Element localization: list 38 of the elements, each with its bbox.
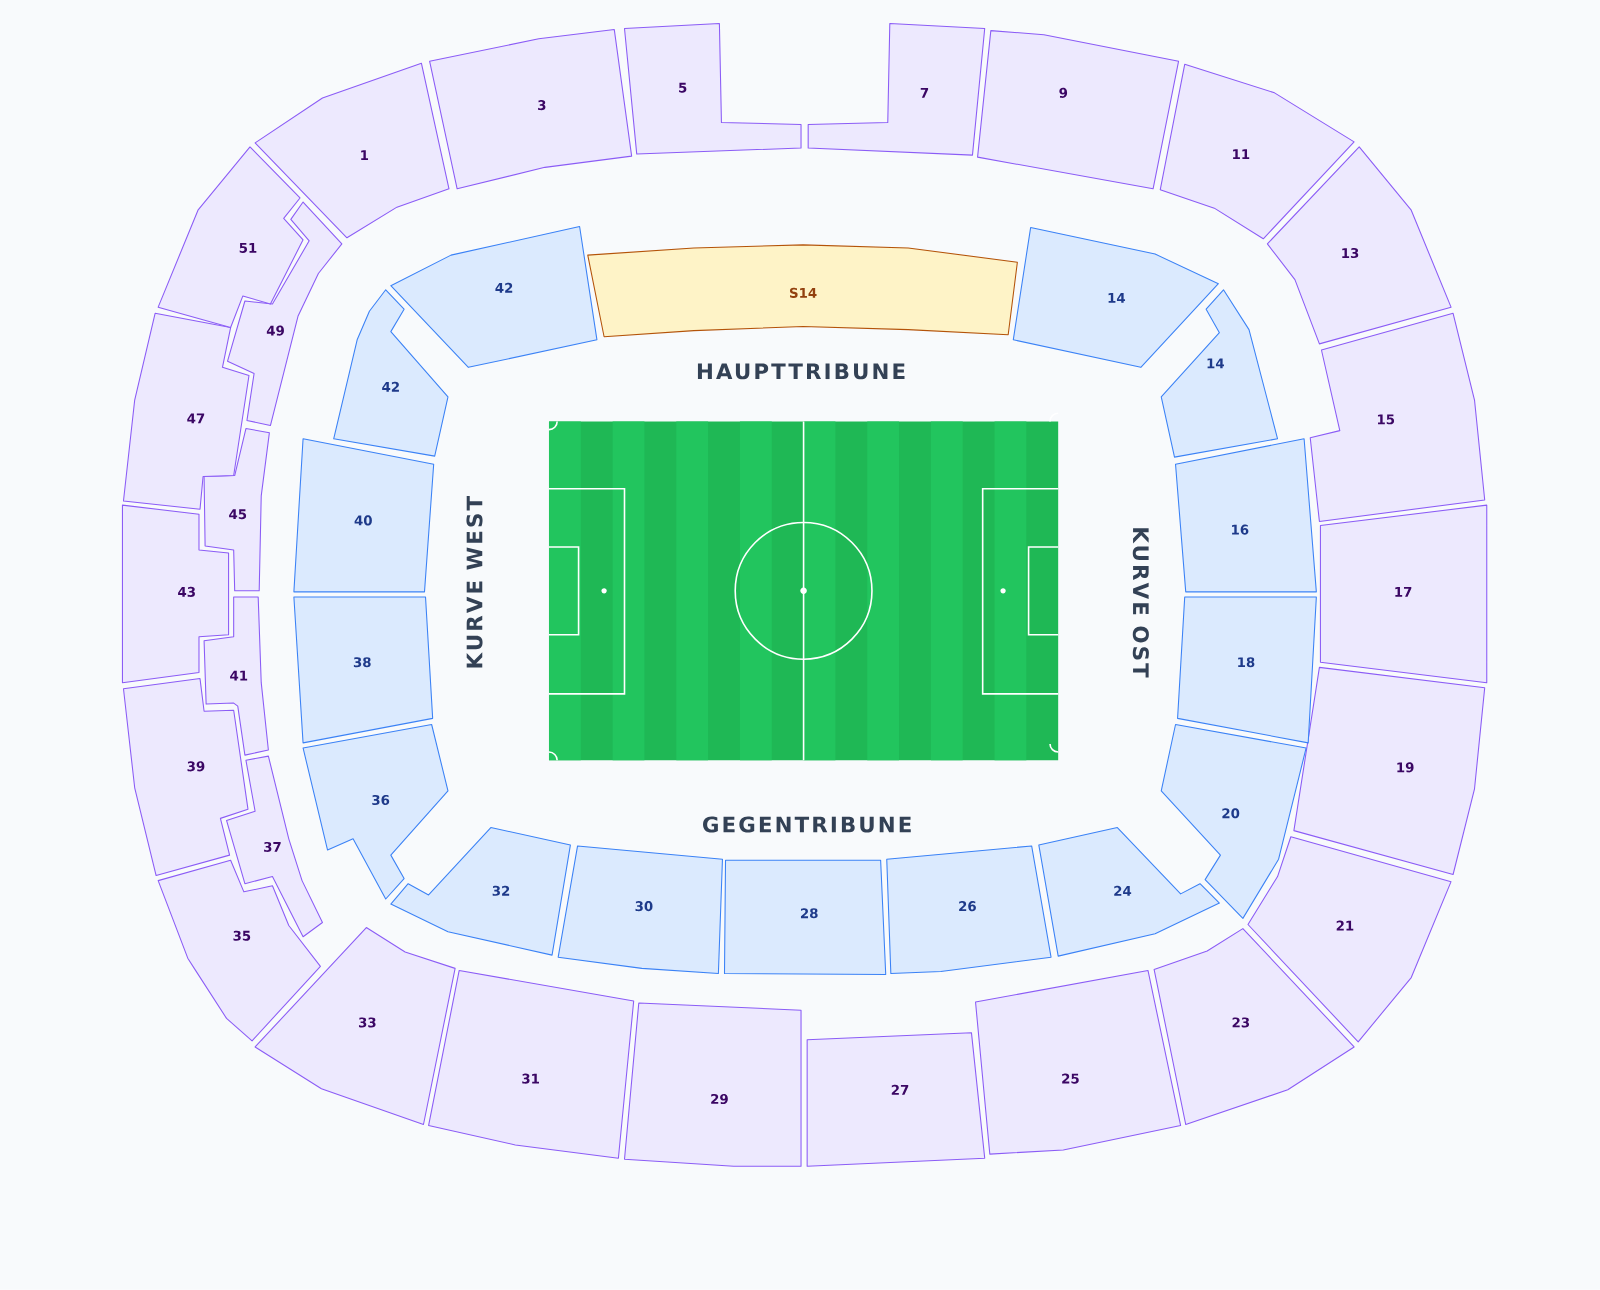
seat-section: 1 bbox=[254, 62, 450, 239]
seat-section: 27 bbox=[806, 1032, 986, 1167]
seat-section: 20 bbox=[1160, 724, 1307, 919]
stand-label: KURVE WEST bbox=[466, 496, 483, 668]
seat-section: 28 bbox=[723, 859, 887, 976]
seat-section: 38 bbox=[293, 596, 434, 744]
seat-section: 43 bbox=[121, 504, 230, 684]
seat-section: 3 bbox=[429, 29, 633, 190]
seat-section: 41 bbox=[203, 596, 269, 756]
stand-label: GEGENTRIBUNE bbox=[703, 816, 911, 833]
seat-section: 33 bbox=[254, 927, 456, 1126]
seat-section: 36 bbox=[302, 724, 449, 900]
seat-section: 47 bbox=[122, 312, 250, 510]
seat-section: 42 bbox=[390, 226, 598, 368]
seat-section: 25 bbox=[975, 969, 1182, 1155]
stand-label: KURVE OST bbox=[1132, 528, 1149, 678]
seat-section: 5 bbox=[623, 23, 802, 155]
seat-section: 14 bbox=[1160, 289, 1279, 458]
seat-section: 31 bbox=[428, 969, 635, 1159]
stand-label: HAUPTTRIBUNE bbox=[697, 363, 905, 380]
seat-section: 9 bbox=[977, 30, 1180, 190]
seat-section: 45 bbox=[203, 428, 270, 592]
seat-section: 32 bbox=[390, 827, 571, 956]
seat-section: 29 bbox=[623, 1002, 802, 1167]
seat-section: 13 bbox=[1266, 146, 1452, 345]
seat-section: 40 bbox=[293, 438, 435, 593]
seat-section: 24 bbox=[1038, 827, 1220, 957]
seat-section: 18 bbox=[1177, 596, 1317, 744]
seat-section: 35 bbox=[157, 859, 321, 1042]
seat-section: 15 bbox=[1309, 312, 1486, 523]
seat-section: 19 bbox=[1293, 666, 1486, 876]
seat-section: 16 bbox=[1175, 438, 1317, 593]
seat-section: 42 bbox=[333, 289, 449, 457]
seat-section: 26 bbox=[886, 845, 1052, 975]
seat-section: 30 bbox=[557, 845, 723, 975]
seat-section: 11 bbox=[1159, 63, 1355, 240]
seat-section: 7 bbox=[807, 23, 986, 156]
seat-section: S14 bbox=[587, 244, 1018, 338]
